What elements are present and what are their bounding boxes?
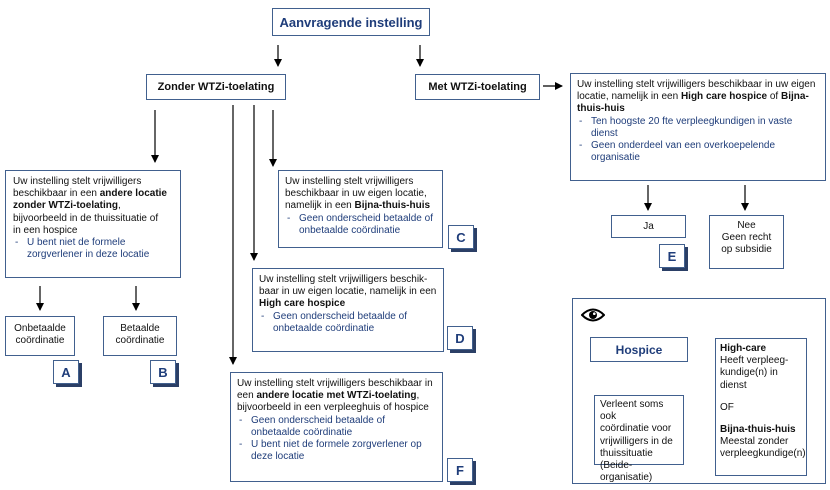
c-line2: beschikbaar in uw eigen locatie,: [285, 188, 427, 200]
legend-left-line5: (Beide-organisatie): [600, 460, 653, 484]
legend-right-box: High-care Heeft verpleeg- kundige(n) in …: [715, 338, 807, 476]
betaald-box: Betaalde coördinatie: [103, 316, 177, 356]
f-bullet2: U bent niet de formele zorgverlener opde…: [237, 439, 436, 463]
betaald-line1: Betaalde: [120, 323, 160, 334]
eye-icon: [581, 308, 605, 322]
hc-line3: dienst: [720, 379, 747, 391]
onbetaald-box: Onbetaalde coördinatie: [5, 316, 75, 356]
label-a: A: [53, 360, 79, 384]
title-text: Aanvragende instelling: [279, 14, 423, 30]
left-line2: beschikbaar in een andere locatie: [13, 188, 167, 200]
c-line1: Uw instelling stelt vrijwilligers: [285, 176, 414, 187]
of-text: OF: [720, 401, 734, 413]
nee-box: Nee Geen recht op subsidie: [709, 215, 784, 269]
hc-line1: Heeft verpleeg-: [720, 355, 789, 367]
bth-line2: verpleegkundige(n): [720, 448, 806, 460]
c-line3: namelijk in een Bijna-thuis-huis: [285, 200, 431, 212]
onbetaald-line1: Onbetaalde: [14, 323, 66, 334]
label-d: D: [447, 326, 473, 350]
f-line2: een andere locatie met WTZi-toelating,: [237, 390, 420, 402]
zonder-text: Zonder WTZi-toelating: [157, 81, 275, 93]
left-line5: in een hospice: [13, 224, 78, 236]
left-line3: zonder WTZi-toelating,: [13, 200, 121, 212]
d-line2: baar in uw eigen locatie, namelijk in ee…: [259, 286, 437, 298]
bth-title: Bijna-thuis-huis: [720, 424, 796, 436]
legend-left-line2: coördinatie voor: [600, 423, 672, 435]
box-f-andere-locatie-met-wtzi: Uw instelling stelt vrijwilligers beschi…: [230, 372, 443, 482]
nee-line2: Geen recht: [721, 232, 772, 244]
legend-left-line1: Verleent soms ook: [600, 399, 664, 423]
hc-title: High-care: [720, 343, 767, 354]
label-b: B: [150, 360, 176, 384]
left-line4: bijvoorbeeld in de thuissituatie of: [13, 212, 159, 224]
bth-line1: Meestal zonder: [720, 436, 789, 448]
box-d-high-care-hospice: Uw instelling stelt vrijwilligers beschi…: [252, 268, 444, 352]
label-c: C: [448, 225, 474, 249]
legend-left-line4: thuissituatie: [600, 447, 653, 459]
met-bullet2: Geen onderdeel van een overkoepelendeorg…: [577, 140, 819, 164]
left-line1: Uw instelling stelt vrijwilligers: [13, 176, 142, 187]
box-left-andere-locatie: Uw instelling stelt vrijwilligers beschi…: [5, 170, 181, 278]
legend-left-box: Verleent soms ook coördinatie voor vrijw…: [594, 395, 684, 483]
label-f: F: [447, 458, 473, 482]
met-line2: locatie, namelijk in een High care hospi…: [577, 91, 809, 103]
hc-line2: kundige(n) in: [720, 367, 778, 379]
f-line3: bijvoorbeeld in een verpleeghuis of hosp…: [237, 402, 429, 414]
met-box: Met WTZi-toelating: [415, 74, 540, 100]
box-met-eigen-locatie: Uw instelling stelt vrijwilligers beschi…: [570, 73, 826, 181]
met-bullet1: Ten hoogste 20 fte verpleegkundigen in v…: [577, 116, 819, 140]
onbetaald-line2: coördinatie: [15, 335, 65, 347]
nee-line1: Nee: [737, 220, 756, 231]
zonder-box: Zonder WTZi-toelating: [146, 74, 286, 100]
nee-line3: op subsidie: [721, 244, 772, 256]
met-text: Met WTZi-toelating: [428, 81, 527, 93]
box-c-bijna-thuis-huis: Uw instelling stelt vrijwilligers beschi…: [278, 170, 443, 248]
legend-left-line3: vrijwilligers in de: [600, 435, 673, 447]
ja-text: Ja: [643, 221, 654, 232]
d-line3: High care hospice: [259, 298, 346, 310]
betaald-line2: coördinatie: [115, 335, 165, 347]
label-e: E: [659, 244, 685, 268]
hospice-text: Hospice: [615, 342, 663, 357]
met-line3: thuis-huis: [577, 103, 625, 115]
d-line1: Uw instelling stelt vrijwilligers beschi…: [259, 274, 428, 285]
met-line1: Uw instelling stelt vrijwilligers beschi…: [577, 79, 816, 90]
hospice-box: Hospice: [590, 337, 688, 362]
ja-box: Ja: [611, 215, 686, 238]
f-line1: Uw instelling stelt vrijwilligers beschi…: [237, 378, 433, 389]
title-box: Aanvragende instelling: [272, 8, 430, 36]
